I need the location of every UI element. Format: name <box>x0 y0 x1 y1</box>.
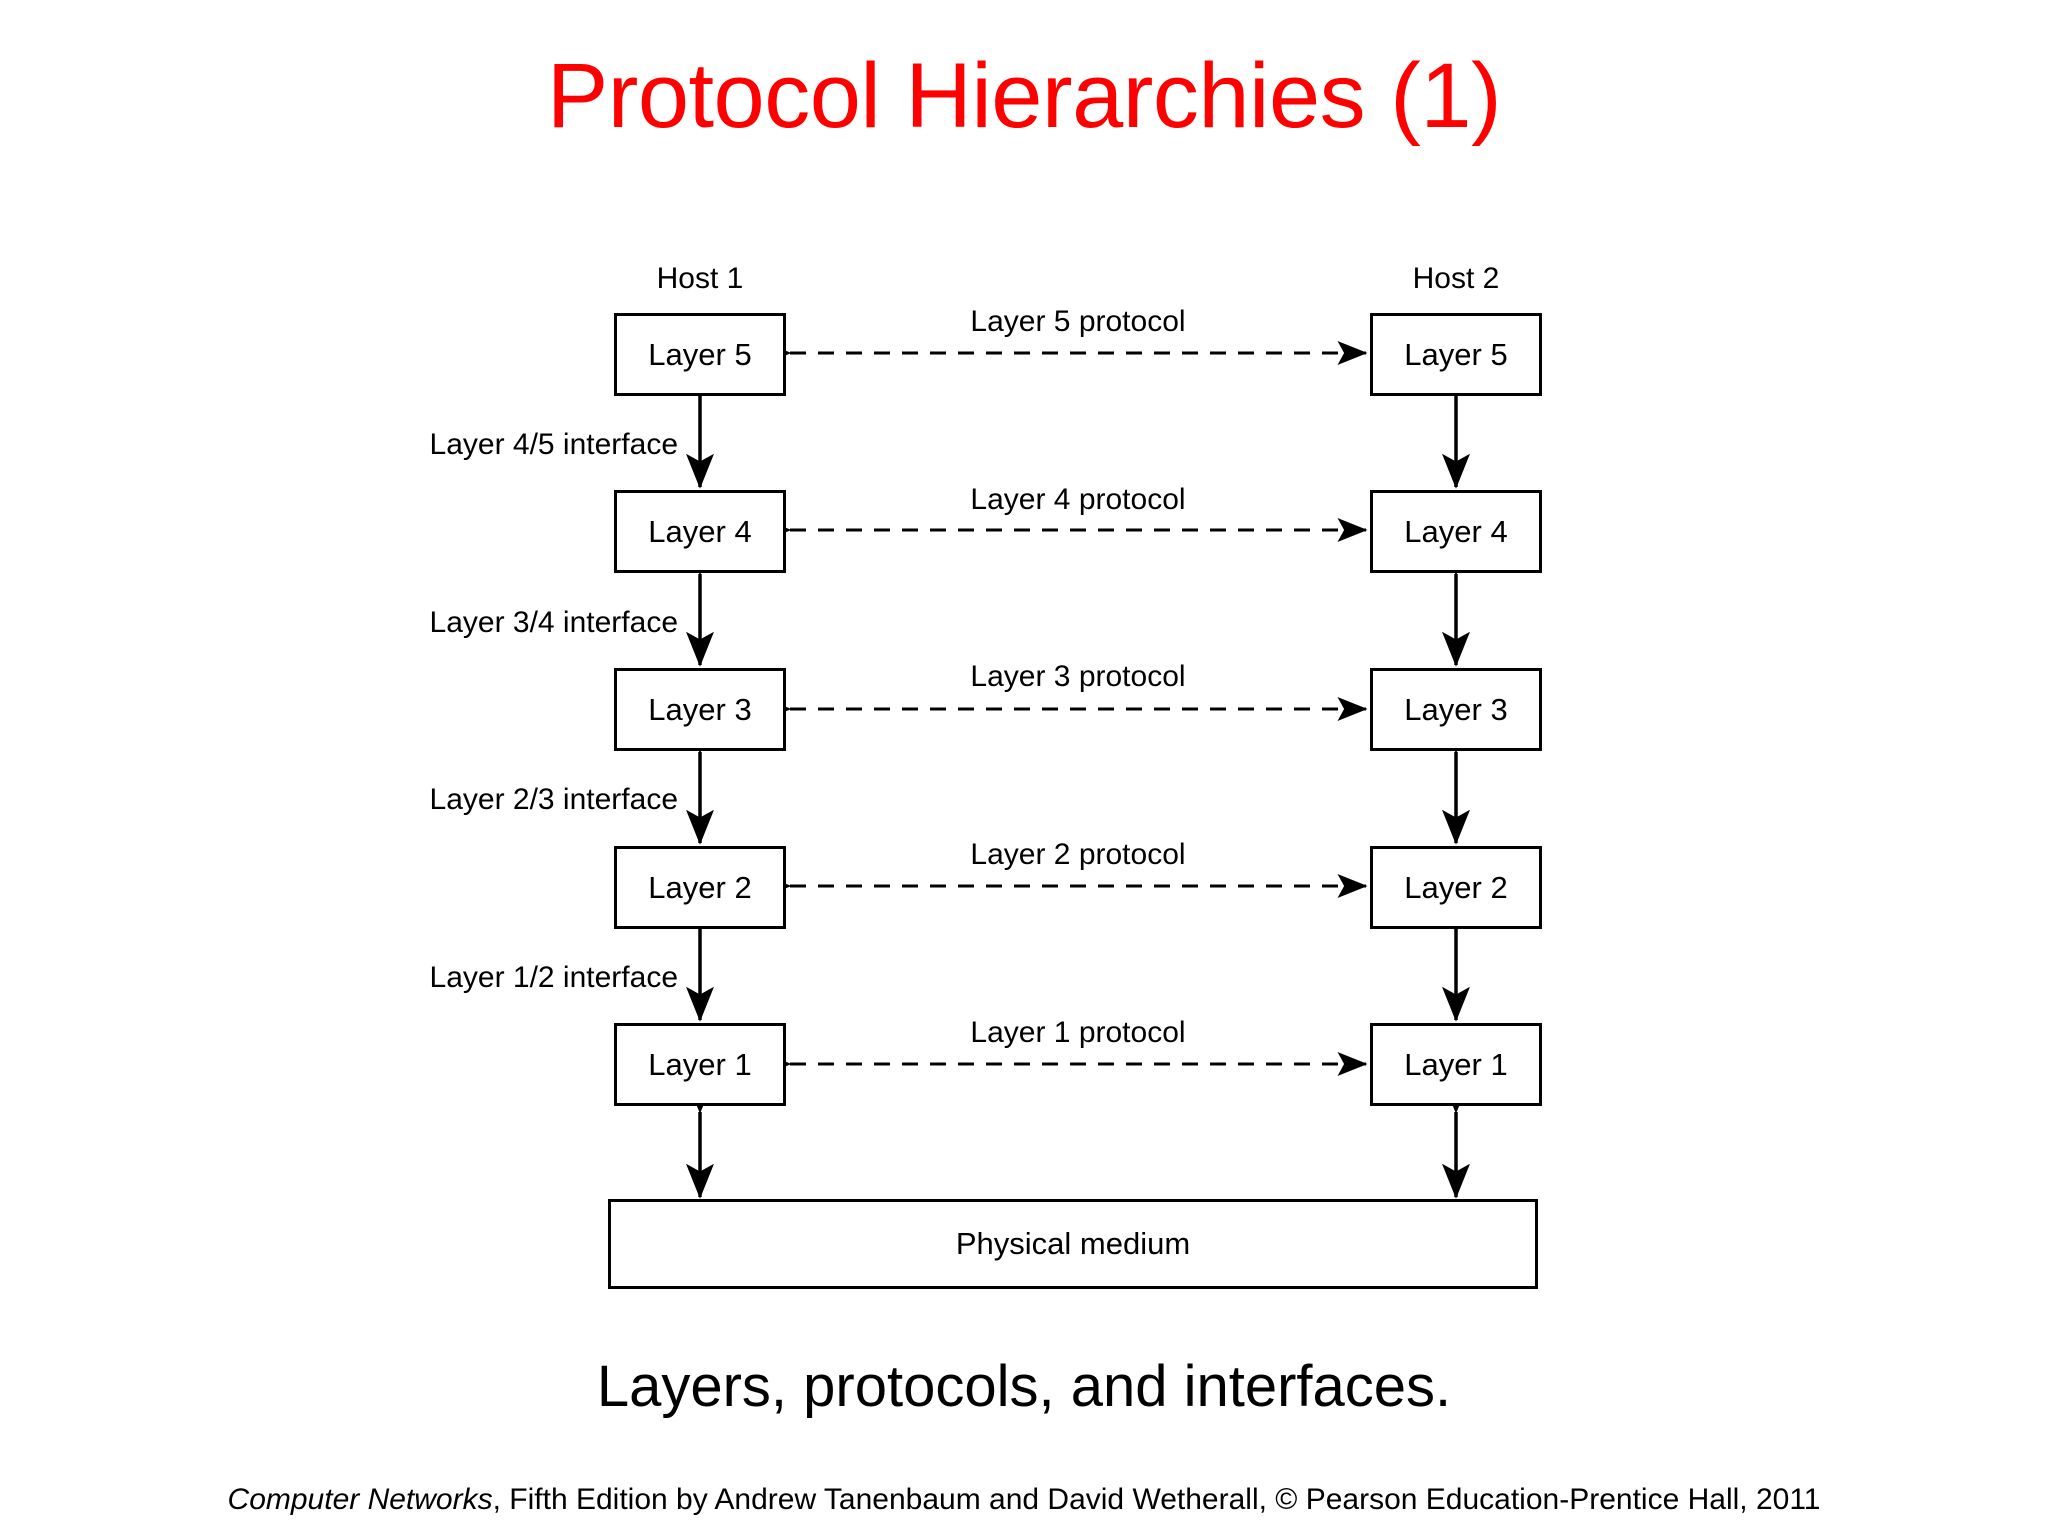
host-label-host2: Host 2 <box>1412 262 1500 295</box>
layer-box-host2-layer3[interactable]: Layer 3 <box>1370 668 1542 751</box>
layer-box-host2-layer4[interactable]: Layer 4 <box>1370 490 1542 573</box>
protocol-hierarchy-diagram: Host 1 Host 2 Layer 5 Layer 4 Layer 3 La… <box>429 262 1542 1289</box>
layer-box-host2-layer1[interactable]: Layer 1 <box>1370 1023 1542 1106</box>
slide-title: Protocol Hierarchies (1) <box>546 45 1502 147</box>
layer-box-label: Layer 4 <box>648 514 752 549</box>
layer-box-label: Layer 1 <box>648 1047 752 1082</box>
layer-box-host1-layer3[interactable]: Layer 3 <box>614 668 786 751</box>
layer-box-host1-layer2[interactable]: Layer 2 <box>614 846 786 929</box>
layer-box-label: Layer 1 <box>1404 1047 1508 1082</box>
interface-label-layer-3-4: Layer 3/4 interface <box>429 606 678 639</box>
footer-book-title: Computer Networks <box>227 1483 493 1516</box>
slide-footer-credit: Computer Networks, Fifth Edition by Andr… <box>0 1482 2048 1518</box>
layer-box-label: Layer 3 <box>648 692 752 727</box>
protocol-label-layer-1: Layer 1 protocol <box>970 1016 1186 1049</box>
layer-box-host1-layer5[interactable]: Layer 5 <box>614 313 786 396</box>
footer-credit-rest: , Fifth Edition by Andrew Tanenbaum and … <box>492 1483 1821 1516</box>
medium-arrows <box>686 1078 1470 1199</box>
interface-label-layer-4-5: Layer 4/5 interface <box>429 428 678 461</box>
layer-box-host2-layer5[interactable]: Layer 5 <box>1370 313 1542 396</box>
layer-box-label: Layer 5 <box>1404 337 1508 372</box>
physical-medium-box[interactable]: Physical medium <box>608 1199 1538 1289</box>
host-label-host1: Host 1 <box>656 262 744 295</box>
protocol-label-layer-5: Layer 5 protocol <box>970 305 1186 338</box>
protocol-label-layer-2: Layer 2 protocol <box>970 838 1186 871</box>
layer-box-host2-layer2[interactable]: Layer 2 <box>1370 846 1542 929</box>
slide-caption: Layers, protocols, and interfaces. <box>596 1354 1452 1419</box>
layer-box-label: Layer 2 <box>1404 870 1508 905</box>
protocol-label-layer-3: Layer 3 protocol <box>970 660 1186 693</box>
protocol-label-layer-4: Layer 4 protocol <box>970 483 1186 516</box>
interface-label-layer-2-3: Layer 2/3 interface <box>429 783 678 816</box>
interface-label-layer-1-2: Layer 1/2 interface <box>429 961 678 994</box>
layer-box-label: Layer 4 <box>1404 514 1508 549</box>
layer-box-label: Layer 2 <box>648 870 752 905</box>
layer-box-host1-layer4[interactable]: Layer 4 <box>614 490 786 573</box>
layer-box-label: Layer 5 <box>648 337 752 372</box>
protocol-links <box>761 341 1368 1076</box>
diagram-connectors <box>686 341 1470 1199</box>
layer-box-host1-layer1[interactable]: Layer 1 <box>614 1023 786 1106</box>
layer-box-label: Layer 3 <box>1404 692 1508 727</box>
physical-medium-label: Physical medium <box>955 1226 1191 1261</box>
